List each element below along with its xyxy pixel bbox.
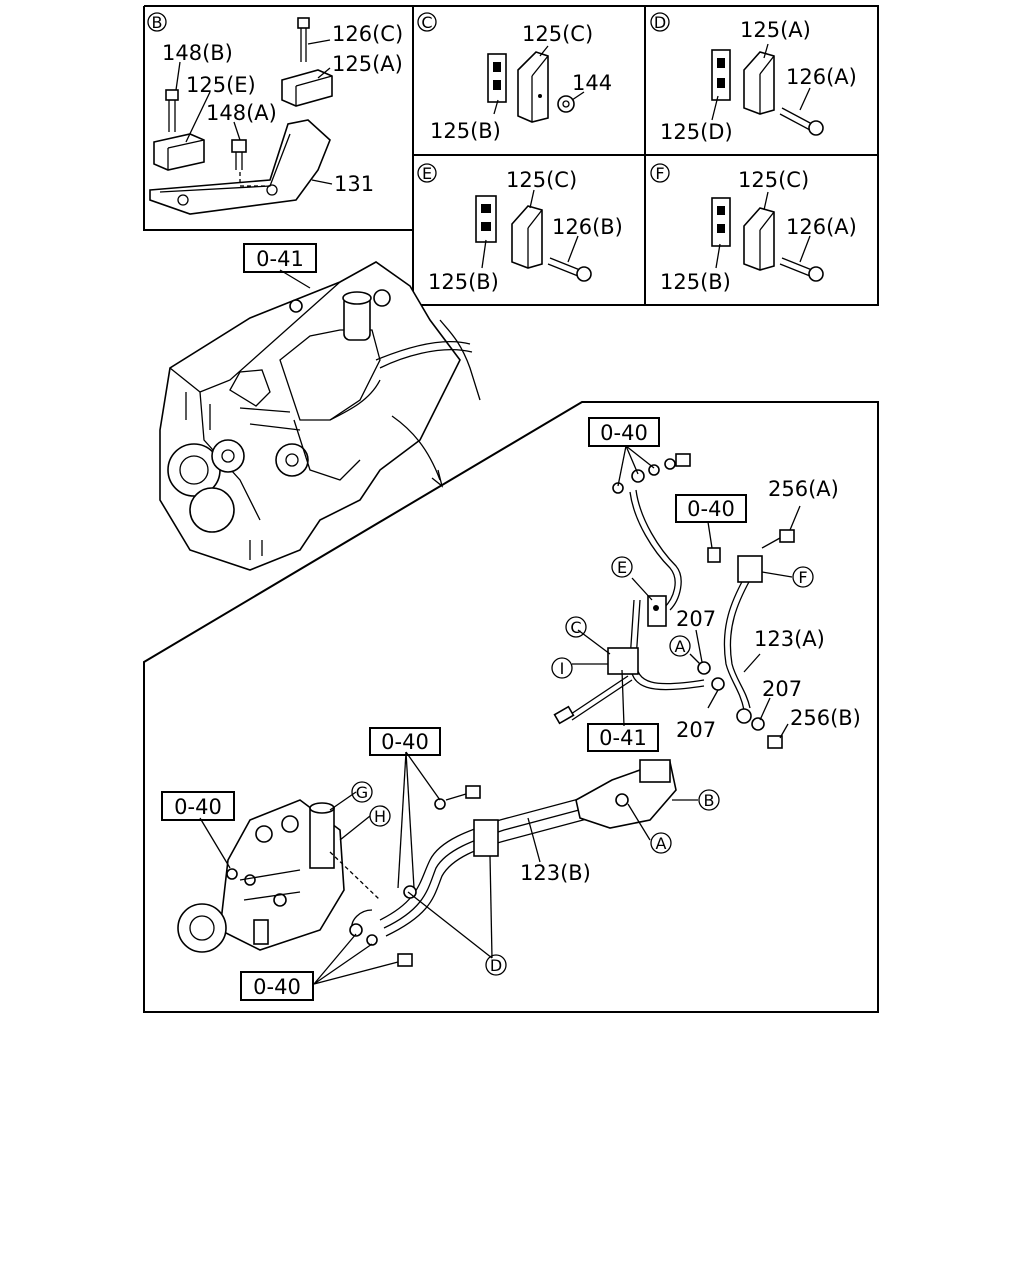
ref-engine: 0-41 <box>256 247 304 271</box>
callout-b: B <box>704 791 715 810</box>
label-e-125c: 125(C) <box>506 168 577 192</box>
panel-e: E 125(C) 126(B) 125(B) <box>417 163 623 294</box>
panel-c: C 125(C) 144 125(B) <box>417 12 612 143</box>
clamp-125b <box>487 53 507 103</box>
label-d-126a: 126(A) <box>786 65 857 89</box>
label-c-144: 144 <box>572 71 612 95</box>
callout-d: D <box>490 956 502 975</box>
ref-bottom: 0-40 <box>253 975 301 999</box>
label-f-126a: 126(A) <box>786 215 857 239</box>
clamp-125a <box>281 69 333 107</box>
bolt-f-126a <box>779 257 824 282</box>
label-d-125a: 125(A) <box>740 18 811 42</box>
panel-e-letter: E <box>422 164 432 183</box>
clamp-e-125c <box>511 205 543 269</box>
label-c-125c: 125(C) <box>522 22 593 46</box>
panel-d-letter: D <box>654 13 666 32</box>
clamp-125c <box>517 51 549 123</box>
clamp-125d <box>711 49 731 101</box>
main-labels: 256(A) 123(A) 207 207 207 256(B) 123(B) <box>520 477 861 885</box>
clamp-125e <box>153 133 205 171</box>
label-207-lower: 207 <box>676 718 716 742</box>
label-148a: 148(A) <box>206 101 277 125</box>
bolt-e-126b <box>547 257 592 282</box>
label-207-right: 207 <box>762 677 802 701</box>
callout-a-lower: A <box>656 834 667 853</box>
ref-center: 0-40 <box>381 730 429 754</box>
bolt-d-126a <box>779 107 824 136</box>
clamp-e-125b <box>475 195 497 243</box>
clamp-f-125b <box>711 197 731 247</box>
label-125e: 125(E) <box>186 73 256 97</box>
label-f-125b: 125(B) <box>660 270 731 294</box>
callout-leaders <box>199 269 801 985</box>
callout-g: G <box>356 783 368 802</box>
label-d-125d: 125(D) <box>660 120 733 144</box>
label-e-126b: 126(B) <box>552 215 623 239</box>
bolt-126c <box>297 17 310 62</box>
label-131: 131 <box>334 172 374 196</box>
panel-c-letter: C <box>421 13 432 32</box>
label-126c: 126(C) <box>332 22 403 46</box>
nut-144 <box>557 95 575 113</box>
ref-pump: 0-40 <box>174 795 222 819</box>
main-frame <box>143 401 879 1013</box>
bolt-148b <box>165 89 179 132</box>
ref-bracket-clip: 0-40 <box>687 497 735 521</box>
panel-b-letter: B <box>152 13 163 32</box>
panel-f: F 125(C) 126(A) 125(B) <box>650 163 857 294</box>
label-207-upper: 207 <box>676 607 716 631</box>
panel-b: B <box>147 12 403 215</box>
clamp-d-125a <box>743 51 775 115</box>
ref-boxes: 0-41 0-40 0-40 0-41 0-40 0-40 0-40 <box>161 243 747 1001</box>
callout-c: C <box>570 618 581 637</box>
label-f-125c: 125(C) <box>738 168 809 192</box>
callout-e: E <box>617 558 627 577</box>
ref-upper-clip: 0-40 <box>600 421 648 445</box>
panel-f-letter: F <box>655 164 664 183</box>
engine-illustration <box>159 261 481 571</box>
callout-h: H <box>374 807 386 826</box>
label-c-125b: 125(B) <box>430 119 501 143</box>
label-125a: 125(A) <box>332 52 403 76</box>
callout-i: I <box>560 659 565 678</box>
ref-lower: 0-41 <box>599 726 647 750</box>
clamp-f-125c <box>743 207 775 271</box>
callout-a-upper: A <box>675 637 686 656</box>
panel-d: D 125(A) 126(A) 125(D) <box>650 12 857 144</box>
fuel-pipe-assembly <box>177 453 795 967</box>
label-256a: 256(A) <box>768 477 839 501</box>
label-e-125b: 125(B) <box>428 270 499 294</box>
bolt-148a <box>231 139 247 170</box>
injection-pump <box>177 799 345 953</box>
bracket-131 <box>149 119 331 215</box>
callout-f: F <box>798 568 807 587</box>
label-123a: 123(A) <box>754 627 825 651</box>
circled-callouts: E F A C I G H B A D <box>351 556 814 976</box>
label-123b: 123(B) <box>520 861 591 885</box>
label-148b: 148(B) <box>162 41 233 65</box>
label-256b: 256(B) <box>790 706 861 730</box>
